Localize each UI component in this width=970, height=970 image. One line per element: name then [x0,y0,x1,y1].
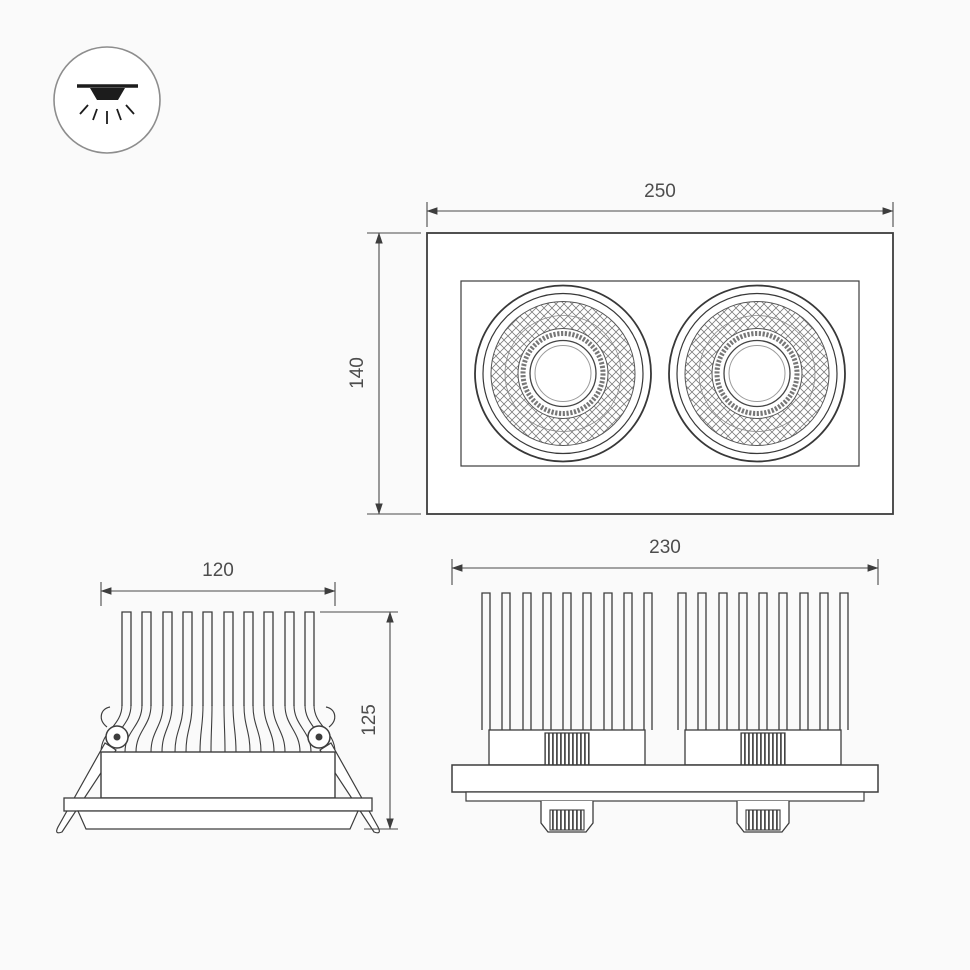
dimension-label-single-width: 120 [202,560,234,581]
heatsink-fins-left-module [481,592,653,730]
side-view-double: 230 [451,537,879,833]
dimension-label-double-width: 230 [649,537,681,558]
dimension-single-height: 125 [320,611,398,830]
dimension-single-width: 120 [100,560,336,606]
dimension-label-single-height: 125 [359,704,380,736]
dimension-double-width: 230 [451,537,879,585]
trim-bezel [77,810,359,830]
front-view: 250 140 [347,181,894,515]
dimension-label-front-height: 140 [347,357,368,389]
downlight-symbol [77,84,138,124]
led-center [529,339,597,408]
clip-pivot-left [105,725,129,749]
reflector-teeth-ring [714,331,800,416]
front-inner-frame [460,280,860,467]
reflector-teeth-ring [520,331,606,416]
recessed-downlight-icon [53,46,161,154]
tilt-bracket-left [544,732,590,766]
clip-pivot-right [307,725,331,749]
lamp-right [668,284,846,463]
frame-flange [451,764,879,793]
dimension-label-front-width: 250 [644,181,676,202]
led-center [723,339,791,408]
side-view-single: 120 125 [56,560,398,834]
lamp-left [474,284,652,463]
heatsink-fins-right-module [677,592,849,730]
dimension-front-height: 140 [347,232,421,515]
heatsink-fins [121,611,315,706]
can-body [100,751,336,799]
light-rays [79,104,135,124]
tilt-bracket-right [740,732,786,766]
gimbal-yoke-left [540,801,594,833]
frame-rim [465,791,865,802]
trim-flange [63,797,373,812]
dimension-front-width: 250 [426,181,894,227]
gimbal-yoke-right [736,801,790,833]
